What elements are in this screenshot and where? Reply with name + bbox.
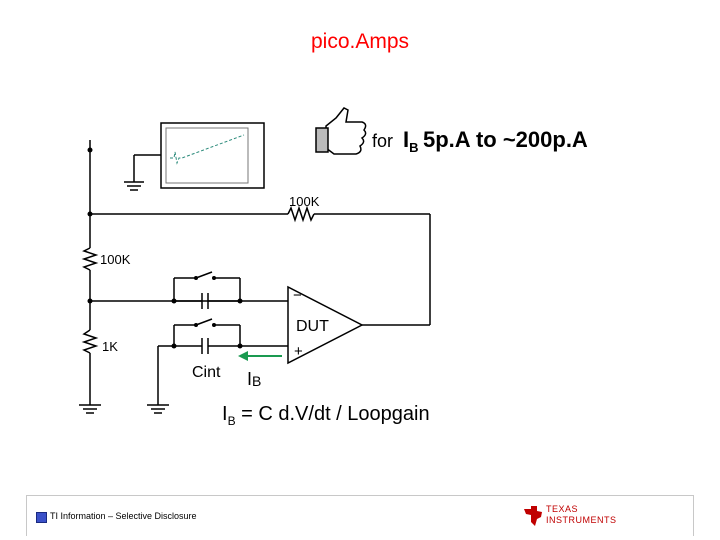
- footer-frame: [26, 495, 694, 536]
- ti-logo-icon: [524, 506, 542, 526]
- cint-label: Cint: [192, 364, 221, 381]
- ib-label: IB: [247, 369, 261, 389]
- node-dot: [87, 211, 93, 217]
- node-dot: [237, 343, 243, 349]
- range-i: I: [403, 127, 410, 152]
- minus-input-label: −: [293, 287, 302, 304]
- ti-logo-line2: INSTRUMENTS: [546, 515, 617, 525]
- r-feedback-label: 100K: [289, 194, 320, 209]
- feedback-path: [90, 205, 431, 326]
- ib-formula: IB = C d.V/dt / Loopgain: [222, 403, 430, 428]
- range-text: 5p.A to ~200p.A: [422, 127, 588, 152]
- for-word: for: [372, 131, 394, 151]
- formula-rest: = C d.V/dt / Loopgain: [235, 403, 430, 425]
- plus-input-label: +: [294, 343, 303, 360]
- switch-dot: [212, 276, 216, 280]
- scope-ground: [124, 154, 161, 191]
- node-dot: [171, 298, 177, 304]
- oscilloscope: [160, 122, 265, 189]
- formula-i: I: [222, 403, 228, 425]
- switch-dot: [194, 323, 198, 327]
- footer-bullet-icon: [36, 512, 47, 523]
- range-sub: B: [409, 140, 419, 155]
- integrator-network: [147, 271, 258, 414]
- ib-arrow: [238, 351, 282, 361]
- node-dot: [237, 298, 243, 304]
- ti-logo-line1: TEXAS: [546, 504, 579, 514]
- switch-dot: [194, 276, 198, 280]
- node-dot: [171, 343, 177, 349]
- switch-dot: [212, 323, 216, 327]
- formula-sub: B: [227, 414, 236, 428]
- node-dot: [87, 147, 93, 153]
- range-callout: for IB 5p.A to ~200p.A: [372, 127, 588, 155]
- dut-label: DUT: [296, 318, 329, 335]
- thumbs-up-icon: [315, 107, 367, 155]
- page-title: pico.Amps: [310, 30, 410, 53]
- r-top-label: 100K: [100, 252, 131, 267]
- resistor-divider: [79, 140, 101, 414]
- r-bottom-label: 1K: [102, 339, 118, 354]
- footer-disclosure: TI Information – Selective Disclosure: [50, 511, 197, 521]
